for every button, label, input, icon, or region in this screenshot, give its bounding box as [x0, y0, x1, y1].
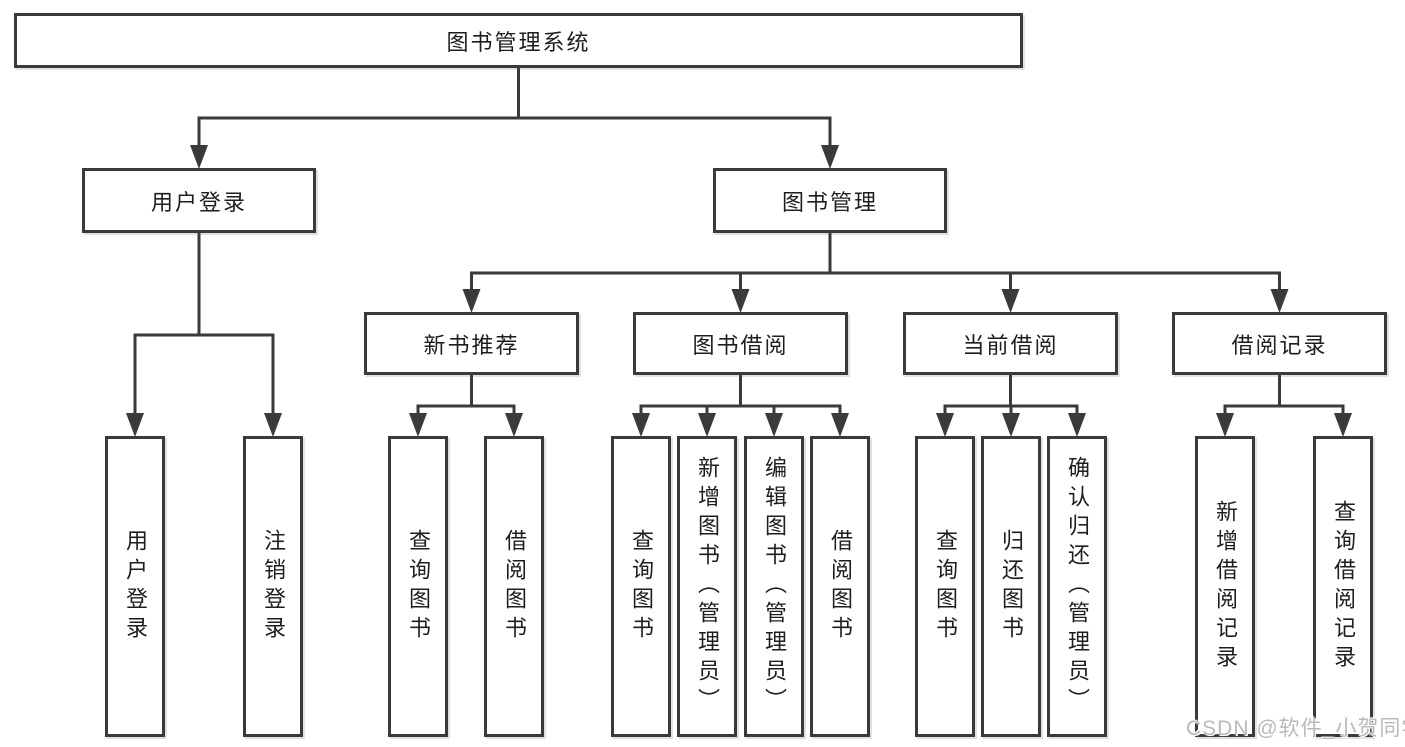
- watermark-text: CSDN @软件_小贺同学: [1186, 717, 1405, 740]
- node-login-user: 用户登录: [105, 436, 165, 737]
- node-rec2-add: 新增借阅记录: [1195, 436, 1255, 737]
- node-cur-return: 归还图书: [981, 436, 1041, 737]
- node-cur-confirm: 确认归还（管理员）: [1047, 436, 1107, 737]
- node-records: 借阅记录: [1172, 312, 1387, 375]
- node-rec2-query: 查询借阅记录: [1313, 436, 1373, 737]
- node-cur-query: 查询图书: [915, 436, 975, 737]
- node-borrow-borrow: 借阅图书: [810, 436, 870, 737]
- node-rec: 新书推荐: [364, 312, 579, 375]
- node-root: 图书管理系统: [14, 13, 1023, 68]
- node-login: 用户登录: [82, 168, 316, 233]
- node-borrow: 图书借阅: [633, 312, 848, 375]
- node-login-logout: 注销登录: [243, 436, 303, 737]
- node-borrow-add: 新增图书（管理员）: [677, 436, 737, 737]
- node-borrow-edit: 编辑图书（管理员）: [744, 436, 804, 737]
- node-current: 当前借阅: [903, 312, 1118, 375]
- node-rec-query: 查询图书: [388, 436, 448, 737]
- node-rec-borrow: 借阅图书: [484, 436, 544, 737]
- node-mgmt: 图书管理: [713, 168, 947, 233]
- node-borrow-query: 查询图书: [611, 436, 671, 737]
